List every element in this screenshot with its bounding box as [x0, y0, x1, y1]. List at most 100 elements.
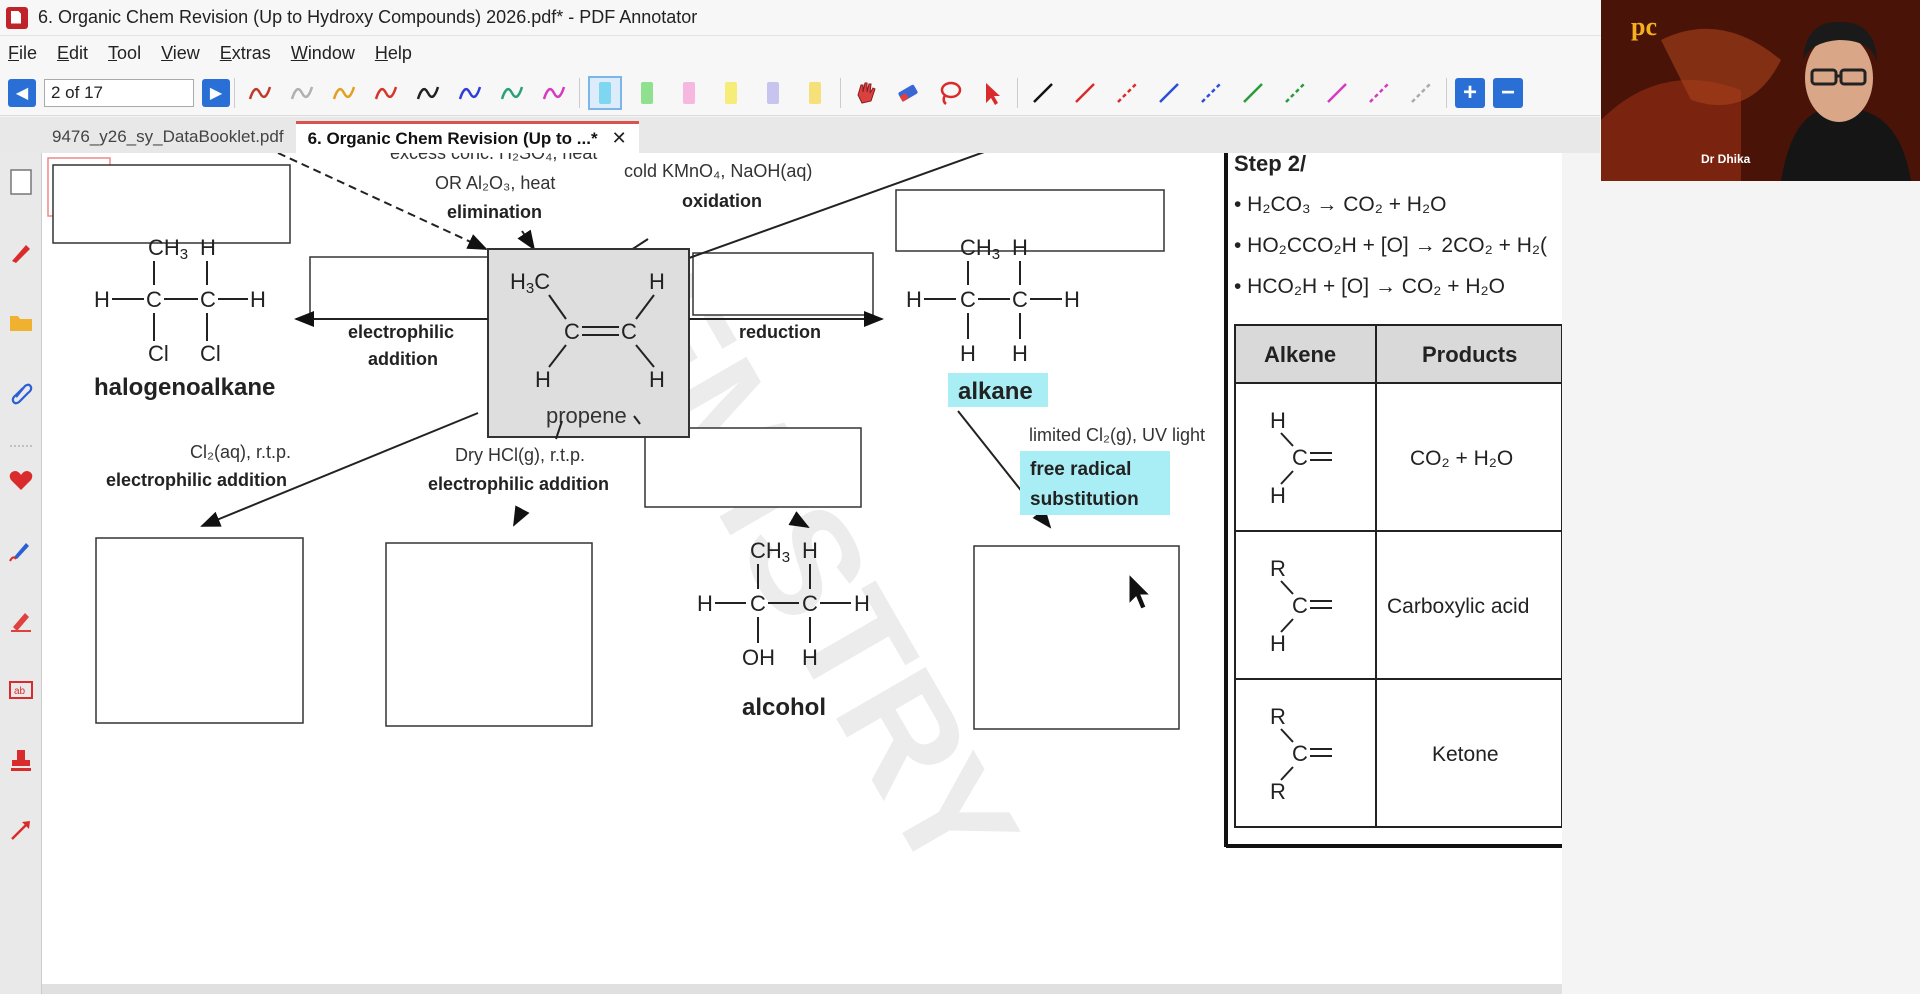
- line-tool-10-button[interactable]: [1404, 76, 1438, 110]
- main-toolbar: ◀ ▶ + −: [0, 70, 1600, 116]
- answer-box-top-left[interactable]: [52, 164, 291, 244]
- lasso-tool-button[interactable]: [933, 76, 967, 110]
- svg-text:C: C: [1292, 593, 1308, 618]
- answer-box-bottom-2[interactable]: [385, 542, 593, 727]
- pen-tool-8-button[interactable]: [537, 76, 571, 110]
- line-icon: [1033, 82, 1053, 103]
- close-tab-icon[interactable]: ✕: [611, 128, 627, 148]
- menu-file[interactable]: File: [8, 42, 38, 63]
- ink-button[interactable]: [6, 535, 36, 565]
- pen-stroke-icon: [248, 86, 272, 99]
- line-tool-9-button[interactable]: [1362, 76, 1396, 110]
- prev-page-button[interactable]: ◀: [8, 78, 36, 107]
- window-title: 6. Organic Chem Revision (Up to Hydroxy …: [38, 7, 698, 27]
- pen-tool-5-button[interactable]: [411, 76, 445, 110]
- highlighter-3-button[interactable]: [672, 76, 706, 110]
- tab-databooklet[interactable]: 9476_y26_sy_DataBooklet.pdf: [40, 121, 296, 153]
- highlighter-1-button[interactable]: [588, 75, 622, 110]
- pen-stroke-icon: [374, 86, 398, 99]
- toolbar-separator: [234, 77, 235, 108]
- text-box-button[interactable]: ab: [6, 675, 36, 705]
- answer-box-right-mid[interactable]: [692, 252, 874, 316]
- red-pen-icon: [12, 245, 30, 263]
- answer-box-bottom-4[interactable]: [973, 545, 1180, 730]
- menu-bar: File Edit Tool View Extras Window Help: [0, 36, 1920, 70]
- page-thumbnail-button[interactable]: [6, 167, 36, 197]
- zoom-out-button[interactable]: −: [1493, 77, 1523, 108]
- marker-button[interactable]: [6, 605, 36, 635]
- minus-icon: −: [1500, 78, 1515, 106]
- product-ketone: Ketone: [1432, 743, 1499, 766]
- answer-box-bottom-1[interactable]: [95, 537, 304, 724]
- menu-edit[interactable]: Edit: [57, 42, 89, 63]
- pen-tool-3-button[interactable]: [327, 76, 361, 110]
- line-tool-4-button[interactable]: [1152, 76, 1186, 110]
- folder-button[interactable]: [6, 307, 36, 337]
- menu-view[interactable]: View: [161, 42, 200, 63]
- arrow-icon: [11, 821, 30, 840]
- mouse-pointer-icon: [1128, 572, 1152, 610]
- toolbar-separator: [1017, 77, 1018, 108]
- line-hcl-stub: [555, 420, 563, 440]
- line-icon: [1285, 82, 1305, 103]
- pen-tool-6-button[interactable]: [453, 76, 487, 110]
- tab-organic-chem[interactable]: 6. Organic Chem Revision (Up to ...* ✕: [295, 121, 639, 153]
- pen-tool-4-button[interactable]: [369, 76, 403, 110]
- svg-text:C: C: [146, 287, 162, 312]
- select-tool-button[interactable]: [975, 76, 1009, 110]
- pen-tool-1-button[interactable]: [243, 76, 277, 110]
- line-tool-2-button[interactable]: [1068, 76, 1102, 110]
- arrow-annotation-button[interactable]: [6, 815, 36, 845]
- page-number-input[interactable]: [44, 78, 194, 107]
- menu-window[interactable]: Window: [290, 42, 355, 63]
- line-icon: [1411, 82, 1431, 103]
- document-tab-bar: 9476_y26_sy_DataBooklet.pdf 6. Organic C…: [0, 117, 1600, 153]
- svg-text:C: C: [750, 591, 766, 616]
- hand-tool-button[interactable]: [849, 76, 883, 110]
- answer-box-center-mid[interactable]: [644, 427, 862, 508]
- pdf-page-canvas[interactable]: EMISTRY excess conc. H₂SO₄, heat OR Al₂O…: [42, 153, 1562, 994]
- next-page-button[interactable]: ▶: [202, 78, 230, 107]
- highlighter-2-button[interactable]: [630, 76, 664, 110]
- highlighter-6-button[interactable]: [798, 76, 832, 110]
- svg-text:H: H: [854, 591, 870, 616]
- tab-label: 9476_y26_sy_DataBooklet.pdf: [52, 127, 284, 146]
- highlighter-4-button[interactable]: [714, 76, 748, 110]
- attachment-button[interactable]: [6, 377, 36, 407]
- line-tool-1-button[interactable]: [1026, 76, 1060, 110]
- highlighter-5-button[interactable]: [756, 76, 790, 110]
- line-icon: [1243, 82, 1263, 103]
- webcam-overlay: pc Dr Dhika: [1601, 0, 1920, 181]
- line-tool-8-button[interactable]: [1320, 76, 1354, 110]
- answer-box-left-mid[interactable]: [309, 256, 490, 320]
- svg-text:C: C: [1292, 741, 1308, 766]
- stamp-button[interactable]: [6, 745, 36, 775]
- horizontal-scrollbar[interactable]: [42, 984, 1562, 994]
- svg-text:H: H: [1270, 631, 1286, 656]
- alkane-structure: CH3 H H C C H H H: [906, 235, 1080, 366]
- line-tool-5-button[interactable]: [1194, 76, 1228, 110]
- pen-panel-button[interactable]: [6, 237, 36, 267]
- stamp-icon: [11, 750, 31, 771]
- answer-box-top-right[interactable]: [895, 189, 1165, 252]
- line-icon: [1327, 82, 1347, 103]
- pen-tool-2-button[interactable]: [285, 76, 319, 110]
- line-tool-3-button[interactable]: [1110, 76, 1144, 110]
- label-addition: addition: [368, 349, 438, 369]
- cursor-arrow-icon: [986, 82, 1000, 105]
- favorites-button[interactable]: [6, 465, 36, 495]
- svg-text:H: H: [1270, 483, 1286, 508]
- menu-help[interactable]: Help: [374, 42, 412, 63]
- line-tool-6-button[interactable]: [1236, 76, 1270, 110]
- svg-text:R: R: [1270, 556, 1286, 581]
- svg-text:C: C: [960, 287, 976, 312]
- line-tool-7-button[interactable]: [1278, 76, 1312, 110]
- eraser-tool-button[interactable]: [891, 76, 925, 110]
- menu-tool[interactable]: Tool: [108, 42, 142, 63]
- label-propene: propene: [546, 403, 627, 428]
- oxidation-products-panel: [1220, 153, 1562, 845]
- zoom-in-button[interactable]: +: [1455, 77, 1485, 108]
- svg-text:H: H: [649, 269, 665, 294]
- menu-extras[interactable]: Extras: [219, 42, 271, 63]
- pen-tool-7-button[interactable]: [495, 76, 529, 110]
